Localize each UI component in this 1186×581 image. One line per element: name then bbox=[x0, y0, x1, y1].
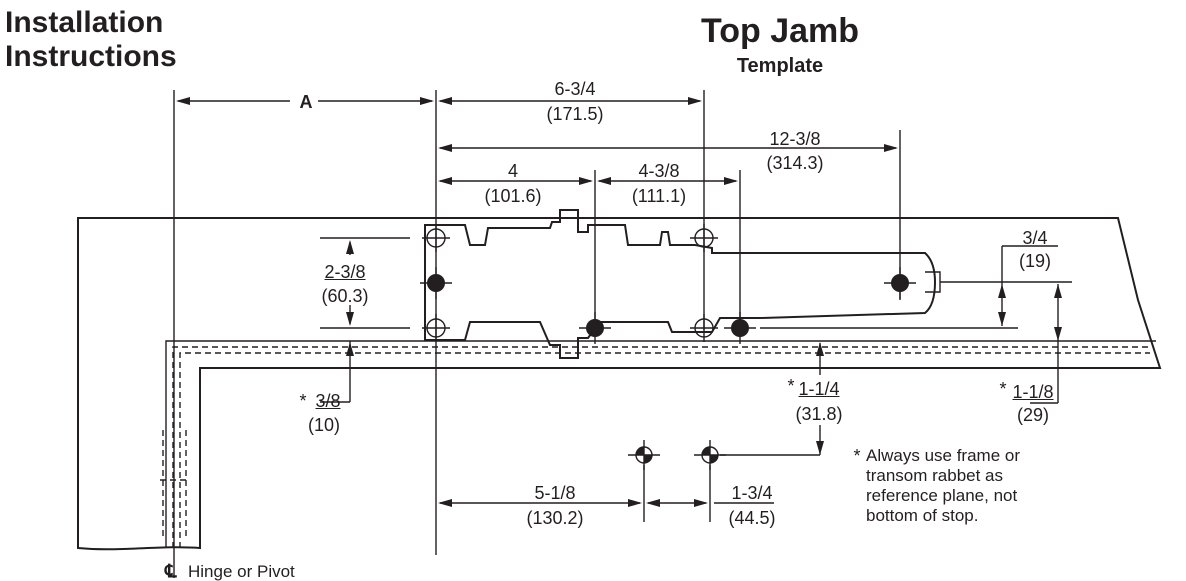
filled-hole-left bbox=[420, 267, 452, 299]
stop-dashed-line-1 bbox=[172, 346, 1150, 548]
dim-label-1-1-4-mm: (31.8) bbox=[795, 404, 843, 424]
dim-label-12-3-8: 12-3/8 bbox=[769, 129, 821, 149]
plate-tab-right bbox=[925, 271, 941, 293]
asterisk-3-8: * bbox=[299, 391, 307, 411]
dim-label-3-4: 3/4 bbox=[1022, 228, 1048, 248]
dim-label-1-1-8: 1-1/8 bbox=[1012, 382, 1054, 402]
page-subtitle: Template bbox=[736, 55, 824, 77]
dim-1-1-4 bbox=[816, 342, 824, 455]
dim-label-2-3-8: 2-3/8 bbox=[324, 262, 366, 282]
open-hole-top-mid bbox=[690, 224, 718, 252]
template-plate bbox=[424, 209, 937, 359]
rabbet-line bbox=[165, 340, 1156, 548]
dim-1-1-8 bbox=[1030, 284, 1062, 404]
note-asterisk: * bbox=[853, 446, 861, 466]
dim-label-1-3-4: 1-3/4 bbox=[731, 483, 773, 503]
dim-6-3-4 bbox=[438, 97, 702, 105]
reference-plane-note: Always use frame or transom rabbet as re… bbox=[866, 446, 1020, 525]
dim-1-3-4 bbox=[646, 499, 774, 507]
hinge-marks bbox=[160, 430, 190, 540]
dim-5-1-8 bbox=[438, 499, 642, 507]
dim-label-5-1-8: 5-1/8 bbox=[534, 483, 576, 503]
header-installation: Installation bbox=[5, 6, 164, 39]
dim-A bbox=[176, 97, 434, 105]
dim-label-1-3-4-mm: (44.5) bbox=[728, 508, 776, 528]
dim-2-3-8 bbox=[346, 240, 354, 326]
dim-label-3-4-mm: (19) bbox=[1018, 251, 1051, 271]
dim-label-6-3-4-mm: (171.5) bbox=[546, 104, 604, 124]
filled-hole-4-3-8 bbox=[724, 312, 756, 344]
dim-4 bbox=[438, 177, 593, 185]
dim-label-3-8-mm: (10) bbox=[307, 415, 340, 435]
dim-label-4-3-8: 4-3/8 bbox=[638, 161, 680, 181]
header-instructions: Instructions bbox=[5, 40, 177, 73]
stop-dashed-line-2 bbox=[179, 352, 1150, 548]
page-title: Top Jamb bbox=[700, 12, 860, 50]
dim-4-3-8 bbox=[597, 177, 738, 185]
dim-label-1-1-8-mm: (29) bbox=[1016, 405, 1049, 425]
dim-label-4: 4 bbox=[507, 161, 518, 181]
open-hole-top-left bbox=[422, 224, 450, 252]
frame-outline bbox=[77, 217, 1162, 551]
asterisk-1-1-8: * bbox=[999, 379, 1007, 399]
centerline-symbol: ℄ bbox=[165, 561, 177, 581]
quadrant-hole-left bbox=[628, 440, 660, 470]
quadrant-hole-right bbox=[694, 440, 726, 470]
dim-12-3-8 bbox=[438, 144, 898, 152]
dim-label-2-3-8-mm: (60.3) bbox=[321, 286, 369, 306]
dim-label-4-3-8-mm: (111.1) bbox=[631, 186, 687, 206]
open-hole-bottom-left bbox=[422, 314, 450, 342]
filled-hole-4-in bbox=[579, 312, 611, 344]
asterisk-1-1-4: * bbox=[787, 376, 795, 396]
dim-label-1-1-4: 1-1/4 bbox=[798, 379, 840, 399]
dim-3-8 bbox=[320, 341, 354, 403]
open-hole-bottom-mid bbox=[690, 314, 718, 342]
dim-3-4 bbox=[998, 245, 1058, 326]
dim-label-3-8: 3/8 bbox=[315, 391, 341, 411]
dim-label-A: A bbox=[299, 92, 313, 112]
dim-label-12-3-8-mm: (314.3) bbox=[766, 153, 824, 173]
dim-label-5-1-8-mm: (130.2) bbox=[526, 508, 584, 528]
filled-hole-right bbox=[884, 267, 916, 299]
dim-label-6-3-4: 6-3/4 bbox=[554, 79, 596, 99]
dim-label-4-mm: (101.6) bbox=[484, 186, 542, 206]
centerline-label: Hinge or Pivot bbox=[188, 562, 295, 581]
